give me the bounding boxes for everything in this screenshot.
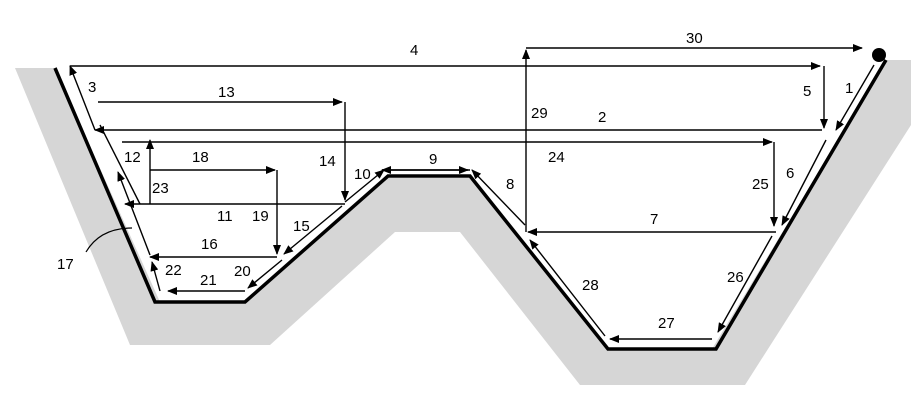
label-25: 25 bbox=[752, 176, 769, 193]
label-21: 21 bbox=[200, 272, 217, 289]
path-labels: 1 2 3 4 5 6 7 8 9 10 11 12 13 14 15 16 1… bbox=[57, 30, 853, 332]
arrow-23 bbox=[117, 171, 151, 256]
label-6: 6 bbox=[786, 165, 794, 182]
label-15: 15 bbox=[293, 218, 310, 235]
profile-line bbox=[53, 59, 888, 351]
arrow-3 bbox=[69, 65, 96, 131]
label-1: 1 bbox=[845, 80, 853, 97]
arrow-10 bbox=[344, 169, 385, 203]
label-14: 14 bbox=[319, 153, 336, 170]
arrow-1 bbox=[835, 64, 875, 131]
label-26: 26 bbox=[727, 269, 744, 286]
label-28: 28 bbox=[582, 277, 599, 294]
path-arrows bbox=[69, 44, 875, 343]
label-22: 22 bbox=[165, 262, 182, 279]
label-9: 9 bbox=[429, 151, 437, 168]
ground-area bbox=[15, 60, 911, 385]
label-24: 24 bbox=[548, 149, 565, 166]
arrow-20 bbox=[247, 259, 283, 289]
label-12: 12 bbox=[124, 149, 141, 166]
label-11: 11 bbox=[217, 208, 233, 225]
label-23: 23 bbox=[152, 180, 169, 197]
label-19: 19 bbox=[252, 208, 269, 225]
label-5: 5 bbox=[803, 83, 811, 100]
label-10: 10 bbox=[354, 166, 371, 183]
label-3: 3 bbox=[88, 79, 96, 96]
label-7: 7 bbox=[650, 211, 658, 228]
label-2: 2 bbox=[598, 109, 606, 126]
label-8: 8 bbox=[506, 176, 514, 193]
label-18: 18 bbox=[192, 149, 209, 166]
arrow-28 bbox=[529, 239, 606, 337]
label-13: 13 bbox=[218, 84, 235, 101]
label-27: 27 bbox=[658, 315, 675, 332]
label-20: 20 bbox=[234, 263, 251, 280]
arrow-22 bbox=[150, 261, 161, 292]
label-4: 4 bbox=[410, 42, 418, 59]
callout-leader-17 bbox=[85, 227, 133, 253]
inner-line-3 bbox=[99, 124, 141, 205]
arrow-6 bbox=[781, 139, 827, 226]
arrow-8 bbox=[471, 169, 526, 226]
label-29: 29 bbox=[531, 105, 548, 122]
arrow-15 bbox=[283, 205, 343, 255]
label-17: 17 bbox=[57, 256, 74, 273]
label-30: 30 bbox=[686, 30, 703, 47]
label-16: 16 bbox=[201, 236, 218, 253]
arrow-26 bbox=[717, 235, 773, 333]
start-point bbox=[872, 48, 886, 62]
